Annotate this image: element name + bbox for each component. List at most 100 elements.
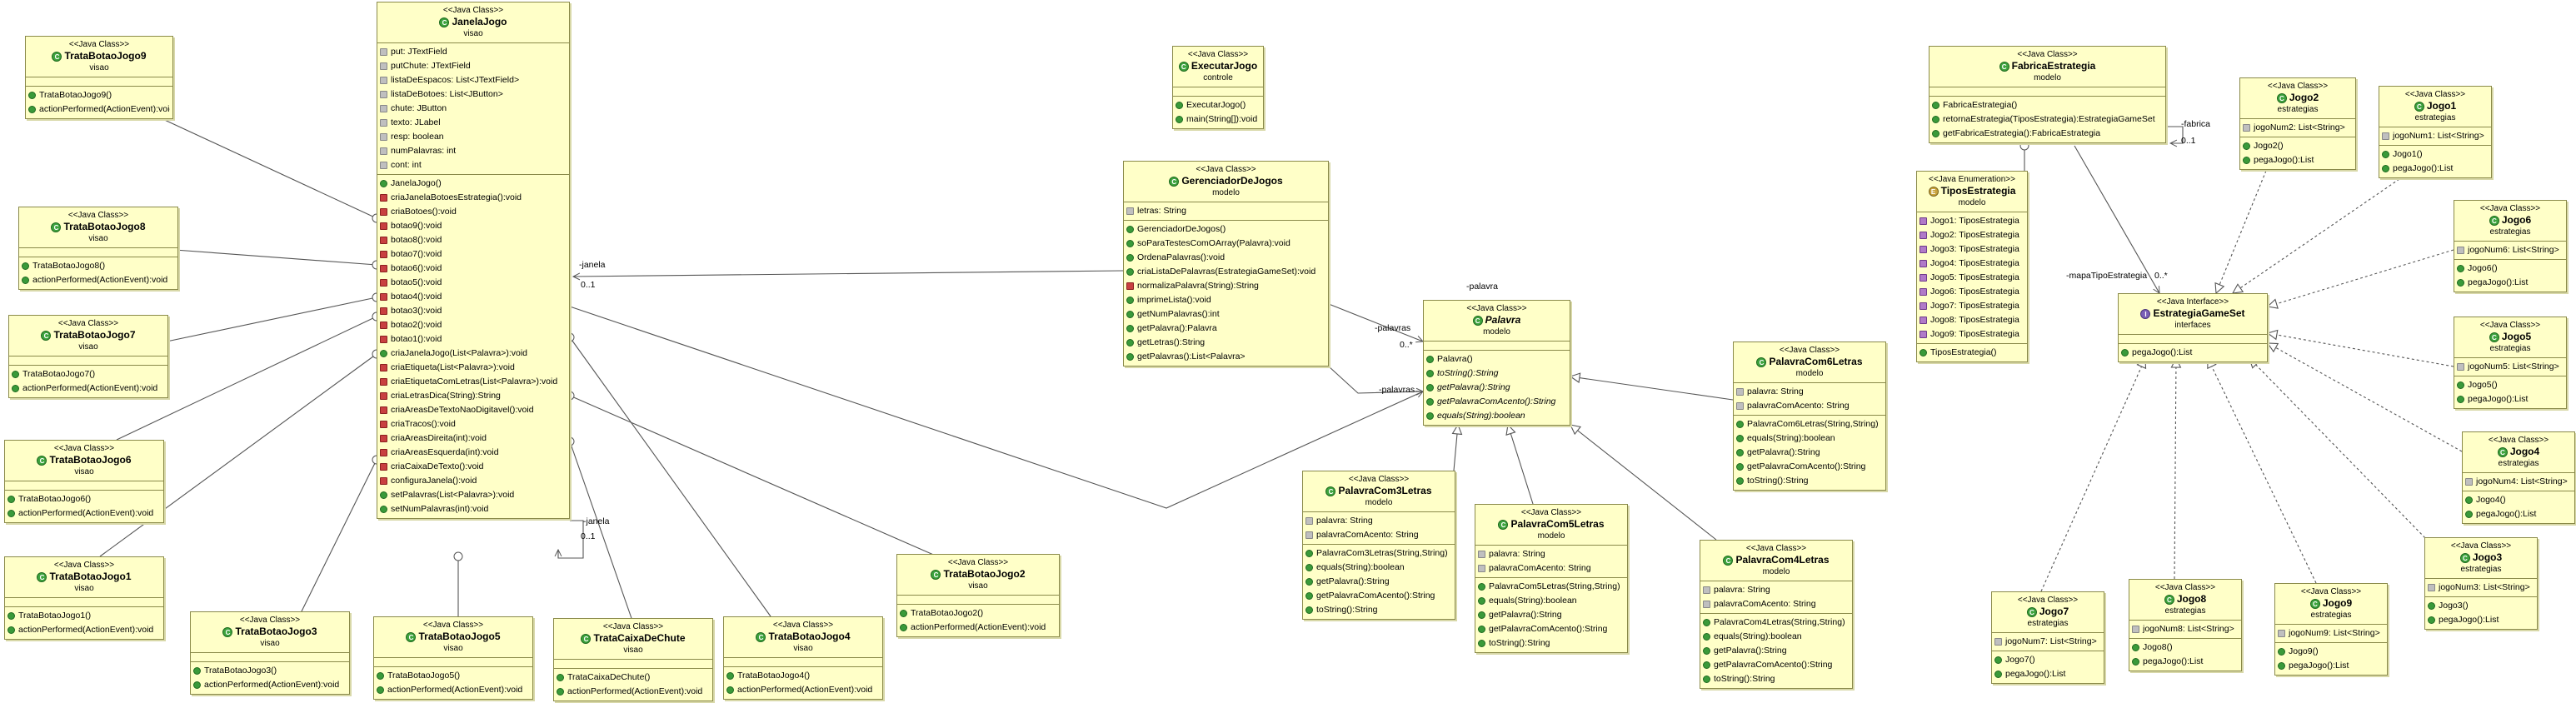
- operation-row[interactable]: actionPerformed(ActionEvent):void: [12, 381, 165, 396]
- operation-row[interactable]: actionPerformed(ActionEvent):void: [377, 683, 530, 697]
- attribute-row[interactable]: listaDeEspacos: List<JTextField>: [380, 73, 567, 87]
- attribute-row[interactable]: Jogo2: TiposEstrategia: [1920, 228, 2024, 242]
- operation-row[interactable]: botao6():void: [380, 262, 567, 276]
- attribute-row[interactable]: Jogo4: TiposEstrategia: [1920, 257, 2024, 271]
- attribute-row[interactable]: Jogo6: TiposEstrategia: [1920, 285, 2024, 299]
- operation-row[interactable]: criaAreasDireita(int):void: [380, 431, 567, 446]
- operation-row[interactable]: PalavraCom4Letras(String,String): [1703, 616, 1850, 630]
- operation-row[interactable]: getPalavraComAcento():String: [1305, 589, 1452, 603]
- operation-row[interactable]: getPalavra():String: [1478, 608, 1625, 622]
- operation-row[interactable]: criaCaixaDeTexto():void: [380, 460, 567, 474]
- attribute-row[interactable]: Jogo5: TiposEstrategia: [1920, 271, 2024, 285]
- operation-row[interactable]: toString():String: [1703, 672, 1850, 686]
- operation-row[interactable]: GerenciadorDeJogos(): [1126, 222, 1325, 237]
- operation-row[interactable]: botao8():void: [380, 233, 567, 247]
- attribute-row[interactable]: cont: int: [380, 158, 567, 172]
- operation-row[interactable]: imprimeLista():void: [1126, 293, 1325, 307]
- operation-row[interactable]: Jogo2(): [2243, 139, 2353, 153]
- operation-row[interactable]: TiposEstrategia(): [1920, 346, 2024, 360]
- operation-row[interactable]: equals(String):boolean: [1478, 594, 1625, 608]
- operation-row[interactable]: pegaJogo():List: [2243, 153, 2353, 167]
- operation-row[interactable]: Jogo7(): [1994, 653, 2101, 667]
- operation-row[interactable]: TrataBotaoJogo3(): [193, 664, 347, 678]
- operation-row[interactable]: setNumPalavras(int):void: [380, 502, 567, 516]
- attribute-row[interactable]: jogoNum6: List<String>: [2457, 243, 2564, 257]
- operation-row[interactable]: TrataBotaoJogo9(): [28, 88, 170, 102]
- attribute-row[interactable]: texto: JLabel: [380, 116, 567, 130]
- operation-row[interactable]: getPalavras():List<Palavra>: [1126, 350, 1325, 364]
- attribute-row[interactable]: resp: boolean: [380, 130, 567, 144]
- operation-row[interactable]: TrataCaixaDeChute(): [557, 671, 710, 685]
- operation-row[interactable]: criaBotoes():void: [380, 205, 567, 219]
- operation-row[interactable]: TrataBotaoJogo2(): [900, 606, 1056, 621]
- attribute-row[interactable]: jogoNum3: List<String>: [2428, 581, 2534, 595]
- operation-row[interactable]: actionPerformed(ActionEvent):void: [557, 685, 710, 699]
- operation-row[interactable]: criaJanelaBotoesEstrategia():void: [380, 191, 567, 205]
- operation-row[interactable]: Palavra(): [1426, 352, 1567, 366]
- attribute-row[interactable]: palavraComAcento: String: [1478, 561, 1625, 576]
- operation-row[interactable]: getPalavraComAcento():String: [1703, 658, 1850, 672]
- operation-row[interactable]: OrdenaPalavras():void: [1126, 251, 1325, 265]
- operation-row[interactable]: TrataBotaoJogo1(): [7, 609, 161, 623]
- operation-row[interactable]: Jogo3(): [2428, 599, 2534, 613]
- attribute-row[interactable]: Jogo8: TiposEstrategia: [1920, 313, 2024, 327]
- operation-row[interactable]: criaAreasEsquerda(int):void: [380, 446, 567, 460]
- operation-row[interactable]: ExecutarJogo(): [1176, 98, 1261, 112]
- operation-row[interactable]: Jogo9(): [2278, 645, 2384, 659]
- operation-row[interactable]: botao2():void: [380, 318, 567, 332]
- operation-row[interactable]: actionPerformed(ActionEvent):void: [7, 623, 161, 637]
- operation-row[interactable]: TrataBotaoJogo4(): [726, 669, 880, 683]
- operation-row[interactable]: Jogo6(): [2457, 262, 2564, 276]
- attribute-row[interactable]: chute: JButton: [380, 102, 567, 116]
- operation-row[interactable]: Jogo5(): [2457, 378, 2564, 392]
- operation-row[interactable]: Jogo8(): [2132, 641, 2239, 655]
- operation-row[interactable]: getPalavra():Palavra: [1126, 322, 1325, 336]
- attribute-row[interactable]: palavra: String: [1736, 385, 1883, 399]
- operation-row[interactable]: getPalavraComAcento():String: [1426, 395, 1567, 409]
- attribute-row[interactable]: letras: String: [1126, 204, 1325, 218]
- attribute-row[interactable]: palavra: String: [1305, 514, 1452, 528]
- operation-row[interactable]: actionPerformed(ActionEvent):void: [7, 506, 161, 521]
- operation-row[interactable]: equals(String):boolean: [1426, 409, 1567, 423]
- operation-row[interactable]: criaEtiquetaComLetras(List<Palavra>):voi…: [380, 375, 567, 389]
- attribute-row[interactable]: jogoNum5: List<String>: [2457, 360, 2564, 374]
- attribute-row[interactable]: palavra: String: [1478, 547, 1625, 561]
- operation-row[interactable]: getFabricaEstrategia():FabricaEstrategia: [1932, 127, 2163, 141]
- operation-row[interactable]: TrataBotaoJogo6(): [7, 492, 161, 506]
- operation-row[interactable]: pegaJogo():List: [2457, 392, 2564, 406]
- operation-row[interactable]: getPalavra():String: [1703, 644, 1850, 658]
- operation-row[interactable]: botao9():void: [380, 219, 567, 233]
- attribute-row[interactable]: putChute: JTextField: [380, 59, 567, 73]
- attribute-row[interactable]: Jogo9: TiposEstrategia: [1920, 327, 2024, 342]
- operation-row[interactable]: TrataBotaoJogo7(): [12, 367, 165, 381]
- attribute-row[interactable]: Jogo7: TiposEstrategia: [1920, 299, 2024, 313]
- operation-row[interactable]: TrataBotaoJogo8(): [22, 259, 175, 273]
- attribute-row[interactable]: palavra: String: [1703, 583, 1850, 597]
- attribute-row[interactable]: palavraComAcento: String: [1736, 399, 1883, 413]
- operation-row[interactable]: botao1():void: [380, 332, 567, 347]
- operation-row[interactable]: toString():String: [1426, 366, 1567, 381]
- attribute-row[interactable]: Jogo3: TiposEstrategia: [1920, 242, 2024, 257]
